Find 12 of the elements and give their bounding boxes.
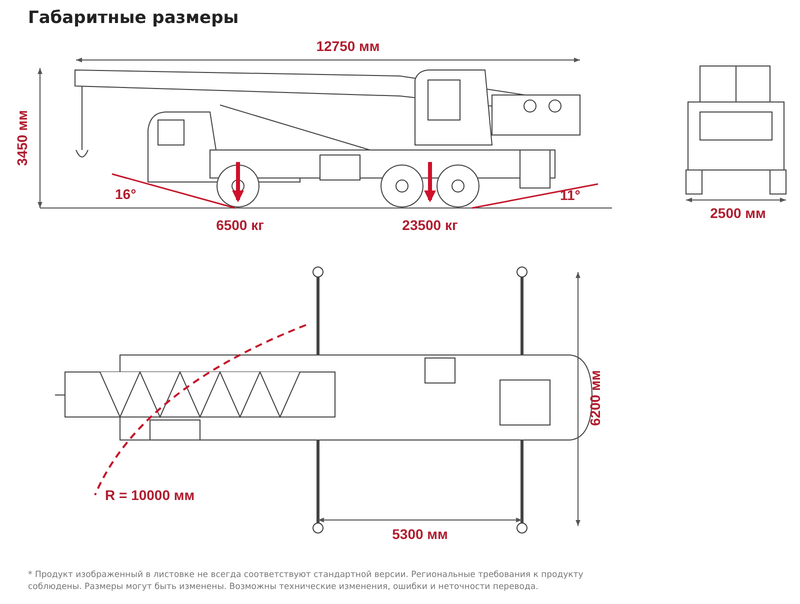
title: Габаритные размеры [28,8,239,28]
angle-value: 11° [560,187,580,203]
load-value: 23500 кг [402,217,458,233]
dimension-text: 3450 мм [14,110,30,166]
dimension-text: 2500 мм [710,205,766,221]
angle-value: 16° [115,186,136,202]
dimension-text: 5300 мм [392,526,448,542]
dimension-text: 12750 мм [316,38,380,54]
footnote: * Продукт изображенный в листовке не всегда соответствуют стандартной версии. Региональные требования к продукту соблюдены. Размеры могут быть изменены. Возможны технические изменения, ошибки и неточности перевода. [28,569,584,593]
dimension-text: 6200 мм [587,370,603,426]
load-value: 6500 кг [216,217,264,233]
radius-value: R = 10000 мм [105,487,195,503]
